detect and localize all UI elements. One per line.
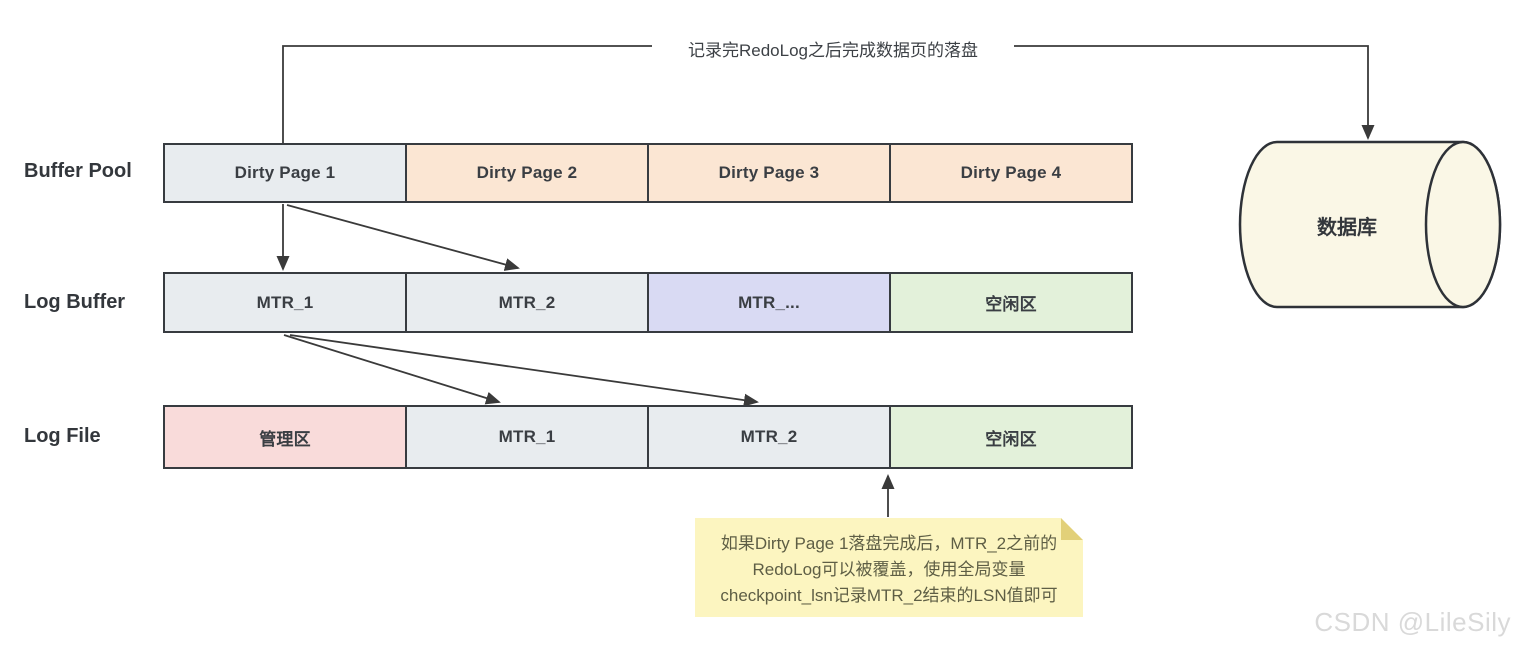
cell-dirty-page-3: Dirty Page 3 <box>647 143 891 203</box>
checkpoint-note: 如果Dirty Page 1落盘完成后，MTR_2之前的 RedoLog可以被覆… <box>695 518 1083 617</box>
database-cylinder <box>1238 140 1502 309</box>
cell-dirty-page-1: Dirty Page 1 <box>163 143 407 203</box>
log-file-row: 管理区 MTR_1 MTR_2 空闲区 <box>163 405 1133 469</box>
row-label-buffer-pool: Buffer Pool <box>24 160 132 182</box>
database-label: 数据库 <box>1317 217 1377 239</box>
cell-logbuffer-mtr-more: MTR_... <box>647 272 891 333</box>
top-flow-caption: 记录完RedoLog之后完成数据页的落盘 <box>652 36 1014 60</box>
row-label-log-file: Log File <box>24 425 101 447</box>
cell-logbuffer-free-area: 空闲区 <box>889 272 1133 333</box>
cell-logfile-mtr2: MTR_2 <box>647 405 891 469</box>
cell-logbuffer-mtr2: MTR_2 <box>405 272 649 333</box>
cell-logfile-mtr1: MTR_1 <box>405 405 649 469</box>
arrow-dirtypage1-to-logbuffer-mtr2 <box>286 204 520 271</box>
arrow-dirtypage-to-database <box>282 45 1375 143</box>
note-line-2: RedoLog可以被覆盖，使用全局变量 <box>752 560 1026 579</box>
cell-logfile-admin-area: 管理区 <box>163 405 407 469</box>
note-line-3: checkpoint_lsn记录MTR_2结束的LSN值即可 <box>720 586 1058 605</box>
watermark: CSDN @LileSily <box>1314 607 1511 637</box>
cell-logbuffer-mtr1: MTR_1 <box>163 272 407 333</box>
cell-logfile-free-area: 空闲区 <box>889 405 1133 469</box>
cell-dirty-page-4: Dirty Page 4 <box>889 143 1133 203</box>
row-label-log-buffer: Log Buffer <box>24 291 126 313</box>
note-line-1: 如果Dirty Page 1落盘完成后，MTR_2之前的 <box>720 534 1058 553</box>
log-buffer-row: MTR_1 MTR_2 MTR_... 空闲区 <box>163 272 1133 333</box>
arrow-logbuffer-to-logfile-mtr1 <box>283 334 501 405</box>
arrow-logbuffer-to-logfile-mtr2 <box>289 334 759 407</box>
buffer-pool-row: Dirty Page 1 Dirty Page 2 Dirty Page 3 D… <box>163 143 1133 203</box>
cell-dirty-page-2: Dirty Page 2 <box>405 143 649 203</box>
